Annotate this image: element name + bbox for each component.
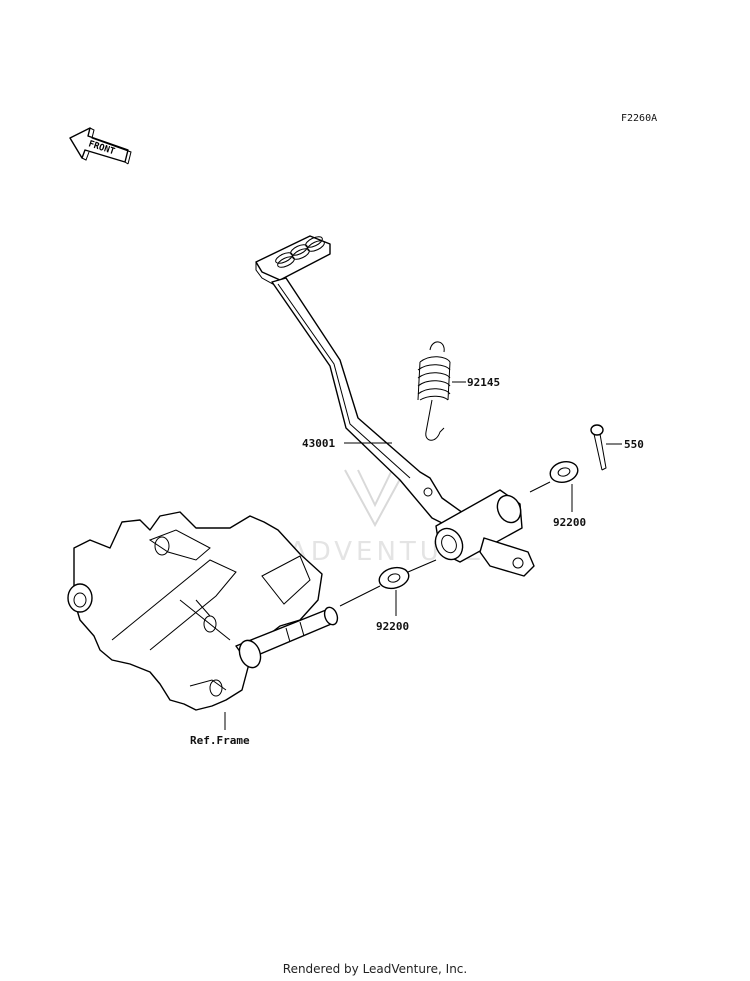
- return-spring: [417, 341, 451, 441]
- leader-lines: [224, 381, 622, 730]
- part-label-43001: 43001: [302, 437, 335, 450]
- part-label-92200-lower: 92200: [376, 620, 409, 633]
- part-label-92200-upper: 92200: [553, 516, 586, 529]
- front-arrow-icon: FRONT: [69, 127, 132, 165]
- part-label-92145: 92145: [467, 376, 500, 389]
- washer-lower: [378, 566, 410, 590]
- cotter-pin: [590, 424, 607, 471]
- frame-reference: [67, 511, 339, 711]
- part-label-550: 550: [624, 438, 644, 451]
- footer-credit: Rendered by LeadVenture, Inc.: [282, 962, 468, 976]
- ref-frame-label: Ref.Frame: [190, 734, 250, 747]
- brake-pedal: [255, 235, 535, 577]
- washer-upper: [549, 460, 579, 484]
- diagram-code: F2260A: [621, 113, 657, 124]
